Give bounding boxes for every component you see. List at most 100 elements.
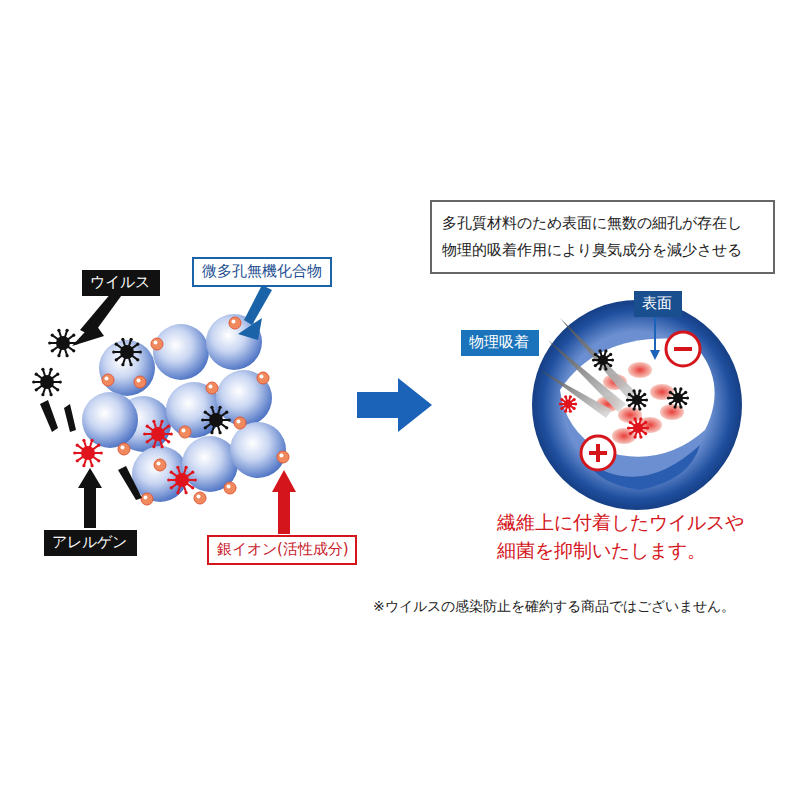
germ-tip	[32, 380, 35, 383]
germ-tip	[210, 406, 213, 409]
germ-tip	[684, 402, 687, 405]
ion-highlight	[227, 485, 231, 489]
germ-body	[632, 395, 642, 405]
odor-blob	[618, 407, 642, 423]
germ-tip	[152, 420, 155, 423]
disclaimer-note: ※ウイルスの感染防止を確約する商品ではございません。	[373, 597, 793, 615]
germ-tip	[41, 368, 44, 371]
germ-symbol	[143, 420, 173, 448]
germ-tip	[35, 373, 38, 376]
ion-highlight	[121, 446, 125, 450]
germ-tip	[35, 388, 38, 391]
germ-tip	[686, 396, 689, 399]
germ-tip	[130, 338, 133, 341]
germ-tip	[638, 407, 641, 410]
silver-ion	[277, 451, 289, 463]
germ-tip	[176, 491, 179, 494]
germ-tip	[628, 404, 631, 407]
germ-body	[175, 473, 189, 487]
germ-symbol	[48, 329, 78, 357]
germ-tip	[673, 387, 676, 390]
flow-arrow	[357, 378, 432, 432]
ion-highlight	[260, 375, 264, 379]
germ-tip	[41, 393, 44, 396]
germ-tip	[628, 393, 631, 396]
silver-ion	[224, 482, 236, 494]
callout-box: 多孔質材料のため表面に無数の細孔が存在し 物理的吸着作用により臭気成分を減少させ…	[430, 200, 775, 274]
germ-symbol	[627, 417, 649, 438]
silver-ions	[102, 317, 289, 505]
germ-tip	[609, 353, 612, 356]
germ-tip	[115, 343, 118, 346]
germ-tip	[633, 435, 636, 438]
germ-body	[56, 336, 70, 350]
porous-sphere	[153, 324, 209, 380]
germ-tip	[228, 418, 231, 421]
germ-tip	[560, 398, 563, 401]
caption-note: 繊維上に付着したウイルスや 細菌を抑制いたします。	[497, 509, 762, 564]
germ-tip	[82, 464, 85, 467]
germ-tip	[573, 398, 576, 401]
ion-highlight	[157, 462, 161, 466]
germ-tip	[170, 486, 173, 489]
germ-tip	[57, 354, 60, 357]
germ-tip	[72, 349, 75, 352]
germ-tip	[201, 418, 204, 421]
label-tag: アレルゲン	[44, 530, 137, 556]
ion-highlight	[209, 385, 213, 389]
porous-sphere	[166, 382, 222, 438]
germ-tip	[632, 407, 635, 410]
germ-tip	[643, 404, 646, 407]
germ-tip	[72, 334, 75, 337]
germ-tip	[50, 393, 53, 396]
germ-tip	[219, 431, 222, 434]
germ-tip	[185, 491, 188, 494]
germ-tip	[152, 445, 155, 448]
germ-tip	[143, 432, 146, 435]
label-tag: ウイルス	[82, 270, 160, 296]
silver-ion	[141, 493, 153, 505]
germ-tip	[167, 440, 170, 443]
germ-tip	[225, 426, 228, 429]
germ-symbol	[201, 406, 231, 434]
node-text: アレルゲン	[52, 533, 129, 553]
germ-tip	[669, 391, 672, 394]
germ-body	[120, 345, 134, 359]
silver-ion	[102, 374, 114, 386]
germ-tip	[56, 388, 59, 391]
germ-tip	[51, 349, 54, 352]
germ-tip	[644, 432, 647, 435]
germ-tip	[170, 432, 173, 435]
germ-tip	[76, 444, 79, 447]
germ-tip	[643, 393, 646, 396]
germ-tip	[667, 396, 670, 399]
node-text: 表面	[642, 294, 674, 314]
germ-tip	[560, 407, 563, 410]
germ-symbol	[167, 466, 197, 494]
germ-symbol	[667, 387, 689, 408]
germ-tip	[633, 417, 636, 420]
germ-tip	[646, 426, 649, 429]
germ-tip	[161, 445, 164, 448]
germ-tip	[204, 426, 207, 429]
germ-tip	[167, 478, 170, 481]
germ-tip	[146, 425, 149, 428]
germ-tip	[112, 350, 115, 353]
germ-tip	[626, 398, 629, 401]
germ-tip	[115, 358, 118, 361]
porous-sphere	[132, 446, 188, 502]
germ-tip	[121, 363, 124, 366]
ion-highlight	[237, 420, 241, 424]
germ-tip	[594, 353, 597, 356]
germ-tip	[76, 459, 79, 462]
pointer-arrows	[40, 285, 296, 534]
germ-tip	[225, 411, 228, 414]
ion-highlight	[182, 429, 186, 433]
germ-symbol	[112, 338, 142, 366]
ion-highlight	[154, 341, 158, 345]
ion-highlight	[280, 454, 284, 458]
germ-tip	[611, 358, 614, 361]
germ-body	[81, 446, 95, 460]
germ-tip	[679, 387, 682, 390]
